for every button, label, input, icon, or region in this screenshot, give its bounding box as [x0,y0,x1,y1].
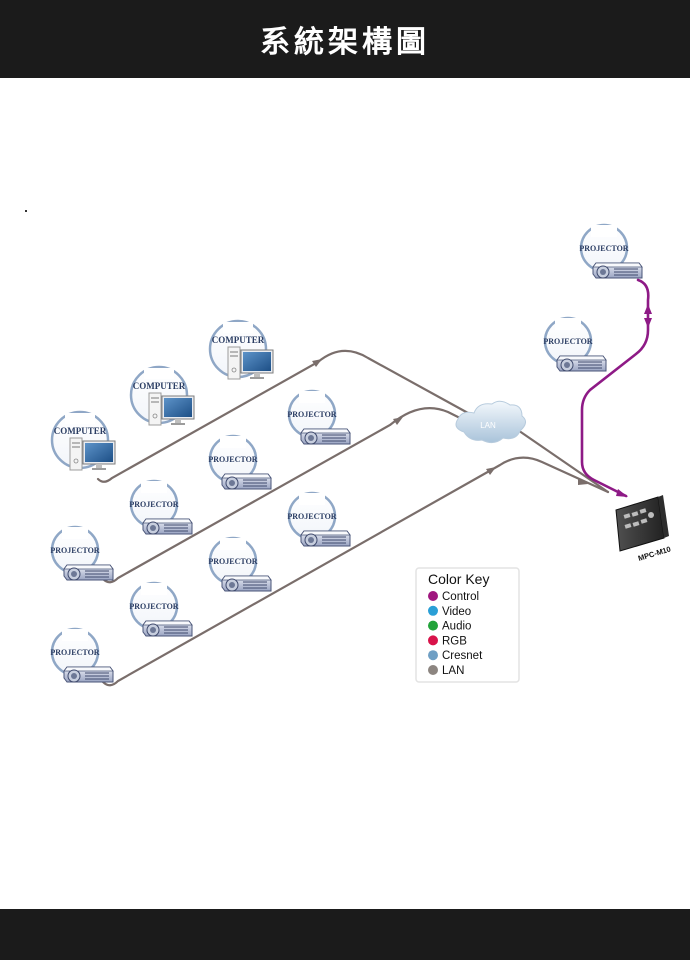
page-header: 系統架構圖 [0,0,690,78]
color-key-label: Audio [442,621,471,633]
lan-arrows [312,359,588,485]
color-key-swatch [428,650,438,661]
projector-2-label: PROJECTOR [543,337,592,346]
projector-7-label: PROJECTOR [287,512,336,521]
projector-1-label: PROJECTOR [579,244,628,253]
computer-1-label: COMPUTER [212,335,265,345]
page-title: 系統架構圖 [260,25,430,60]
projector-5: PROJECTOR [129,479,194,536]
lan-cloud-label: LAN [480,421,496,430]
projector-3-label: PROJECTOR [287,410,336,419]
control-arrows [616,304,652,497]
color-key-item-rgb: RGB [428,635,467,647]
controller-label: MPC-M10 [637,544,672,562]
projector-7: PROJECTOR [287,491,352,548]
projector-4: PROJECTOR [208,434,273,491]
color-key-swatch [428,591,438,601]
color-key-label: Control [442,591,479,603]
projector-1: PROJECTOR [579,223,644,280]
computer-1: COMPUTER [208,319,275,381]
color-key-swatch [428,605,438,616]
projector-6: PROJECTOR [50,525,115,582]
color-key-label: LAN [442,665,464,677]
lan-cable-projector-group-1 [101,407,472,584]
projector-2: PROJECTOR [543,316,608,373]
color-key-item-lan: LAN [428,665,464,677]
projector-8: PROJECTOR [208,536,273,593]
color-key-label: Video [442,606,471,618]
projector-3: PROJECTOR [287,389,352,446]
color-key-swatch [428,665,438,675]
control-cable [580,278,650,498]
system-diagram: LAN MPC-M10 COMPUTER COMPUTER COMPUTER P… [50,223,672,687]
projector-10: PROJECTOR [50,627,115,684]
color-key-item-video: Video [428,605,471,618]
lan-cable-projector-group-2 [101,456,610,687]
color-key-label: RGB [442,635,467,647]
stray-dot [25,210,27,212]
color-key-swatch [428,635,438,646]
computer-2: COMPUTER [129,365,196,427]
color-key-title: Color Key [428,571,489,587]
projector-5-label: PROJECTOR [129,500,178,509]
lan-cloud: LAN [455,400,526,444]
color-key-item-control: Control [428,591,479,603]
color-key-label: Cresnet [442,650,483,662]
computer-3-label: COMPUTER [54,426,107,436]
color-key-item-cresnet: Cresnet [428,650,483,662]
projector-9-label: PROJECTOR [129,602,178,611]
computer-2-label: COMPUTER [133,381,186,391]
projector-6-label: PROJECTOR [50,546,99,555]
computer-3: COMPUTER [50,410,117,472]
projector-8-label: PROJECTOR [208,557,257,566]
projector-10-label: PROJECTOR [50,648,99,657]
lan-cable-cloud-to-controller [510,424,610,494]
mpc-m10-controller: MPC-M10 [615,495,672,563]
color-key-item-audio: Audio [428,620,471,633]
projector-4-label: PROJECTOR [208,455,257,464]
page-footer [0,909,690,960]
color-key-swatch [428,620,438,631]
projector-9: PROJECTOR [129,581,194,638]
